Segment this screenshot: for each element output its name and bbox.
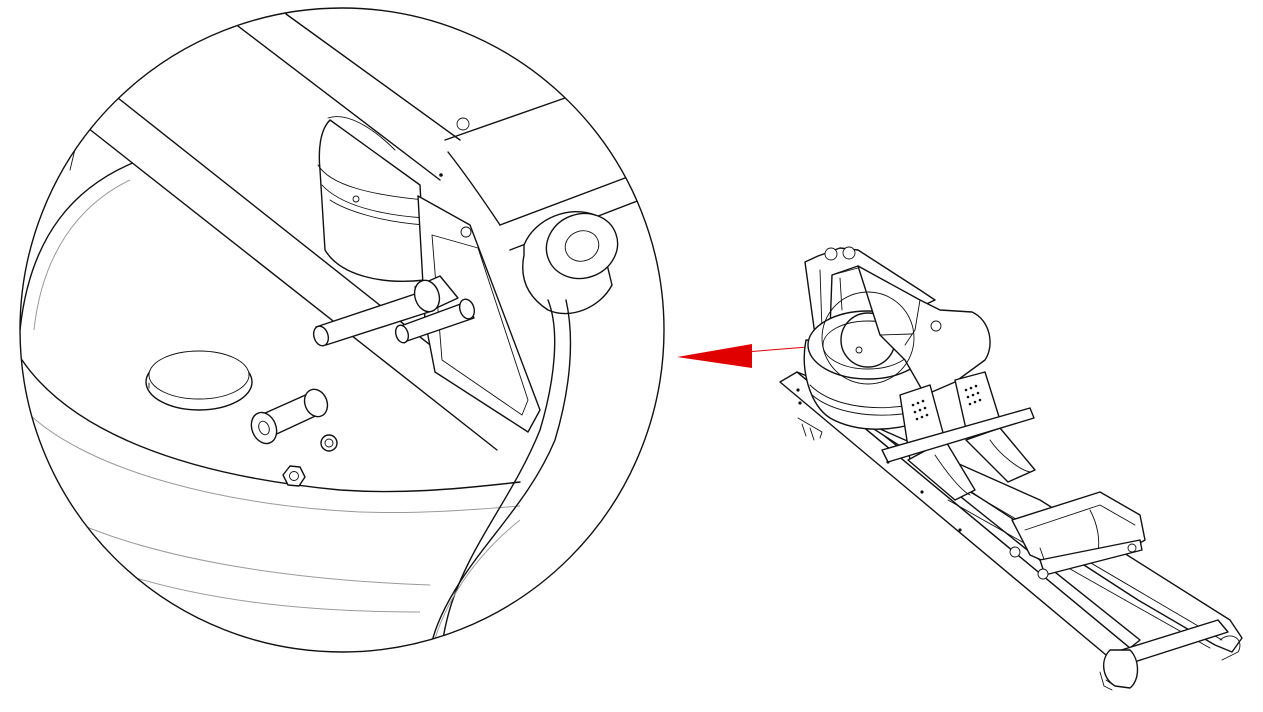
washer [320,434,338,452]
spacer-sleeve [250,388,329,445]
detail-marker-circle [821,291,915,385]
footplate-holes [911,384,982,421]
seat [1009,491,1146,580]
hex-nut [282,465,306,487]
tank-plug [145,350,253,411]
rowing-machine-icon [779,246,1243,691]
roller-spacer [522,210,619,315]
magnifier-detail-icon [19,7,665,653]
zoom-detail-content [20,13,660,652]
tank-cylinder [317,116,426,282]
zoom-detail-callout [19,7,665,653]
footplates [881,371,1036,501]
axle-pins [312,275,476,347]
